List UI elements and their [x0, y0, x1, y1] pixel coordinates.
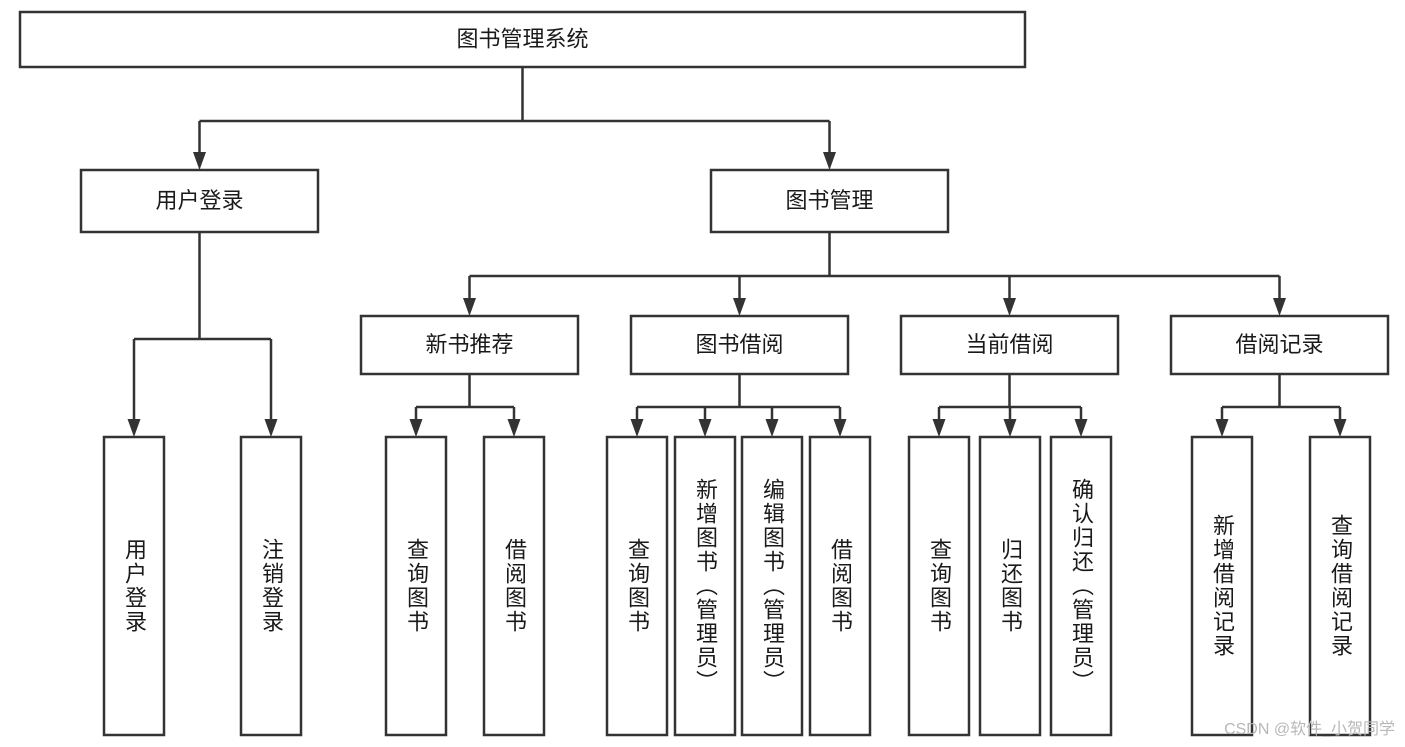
arrow-head-icon: [264, 419, 278, 437]
node-label-book-borrow: 图书借阅: [695, 332, 783, 357]
node-box-leaf-cur-confirm[interactable]: [1049, 435, 1113, 737]
arrow-head-icon: [1003, 419, 1017, 437]
arrow-head-icon: [1333, 419, 1347, 437]
node-box-leaf-borrow-edit[interactable]: [740, 435, 804, 737]
node-box-book-manage[interactable]: [709, 168, 950, 234]
node-label-user-login: 用户登录: [155, 188, 243, 213]
node-label-book-manage: 图书管理: [785, 188, 873, 213]
node-box-user-login[interactable]: [79, 168, 320, 234]
boxes-layer: [18, 10, 1390, 737]
node-label-root: 图书管理系统: [456, 26, 588, 51]
arrow-head-icon: [409, 419, 423, 437]
arrow-head-icon: [1074, 419, 1088, 437]
node-box-leaf-borrow-query[interactable]: [605, 435, 669, 737]
node-box-book-borrow[interactable]: [629, 314, 850, 376]
node-box-leaf-rec-query[interactable]: [384, 435, 448, 737]
edge-group-book-manage: [463, 232, 1286, 316]
arrow-head-icon: [765, 419, 779, 437]
edge-group-borrow-records: [1215, 374, 1347, 437]
arrow-head-icon: [1003, 298, 1016, 316]
node-box-leaf-cur-query[interactable]: [907, 435, 971, 737]
arrow-head-icon: [127, 419, 141, 437]
node-box-leaf-user-logout[interactable]: [239, 435, 303, 737]
arrow-head-icon: [193, 152, 206, 170]
node-box-leaf-rec-borrow[interactable]: [482, 435, 546, 737]
node-label-new-book-rec: 新书推荐: [425, 332, 513, 357]
arrow-head-icon: [507, 419, 521, 437]
edge-group-current-borrow: [932, 374, 1088, 437]
node-box-leaf-borrow-add[interactable]: [673, 435, 737, 737]
node-box-leaf-rec-add[interactable]: [1190, 435, 1254, 737]
arrow-head-icon: [698, 419, 712, 437]
arrow-head-icon: [932, 419, 946, 437]
node-label-borrow-records: 借阅记录: [1235, 332, 1323, 357]
node-box-leaf-user-login[interactable]: [102, 435, 166, 737]
edge-group-user-login: [127, 232, 278, 437]
arrow-head-icon: [733, 298, 746, 316]
edge-group-root: [193, 67, 836, 170]
node-box-current-borrow[interactable]: [899, 314, 1120, 376]
arrow-head-icon: [833, 419, 847, 437]
node-label-current-borrow: 当前借阅: [965, 332, 1053, 357]
node-box-leaf-cur-return[interactable]: [978, 435, 1042, 737]
arrow-head-icon: [1215, 419, 1229, 437]
watermark-text: CSDN @软件_小贺同学: [1224, 721, 1395, 738]
arrow-head-icon: [630, 419, 644, 437]
arrow-head-icon: [1273, 298, 1286, 316]
node-box-root[interactable]: [18, 10, 1027, 69]
edges-layer: [127, 67, 1347, 437]
node-box-new-book-rec[interactable]: [359, 314, 580, 376]
arrow-head-icon: [463, 298, 476, 316]
edge-group-new-book-rec: [409, 374, 521, 437]
node-box-leaf-rec-query2[interactable]: [1308, 435, 1372, 737]
node-box-borrow-records[interactable]: [1169, 314, 1390, 376]
arrow-head-icon: [823, 152, 836, 170]
node-box-leaf-borrow-do[interactable]: [808, 435, 872, 737]
edge-group-book-borrow: [630, 374, 847, 437]
